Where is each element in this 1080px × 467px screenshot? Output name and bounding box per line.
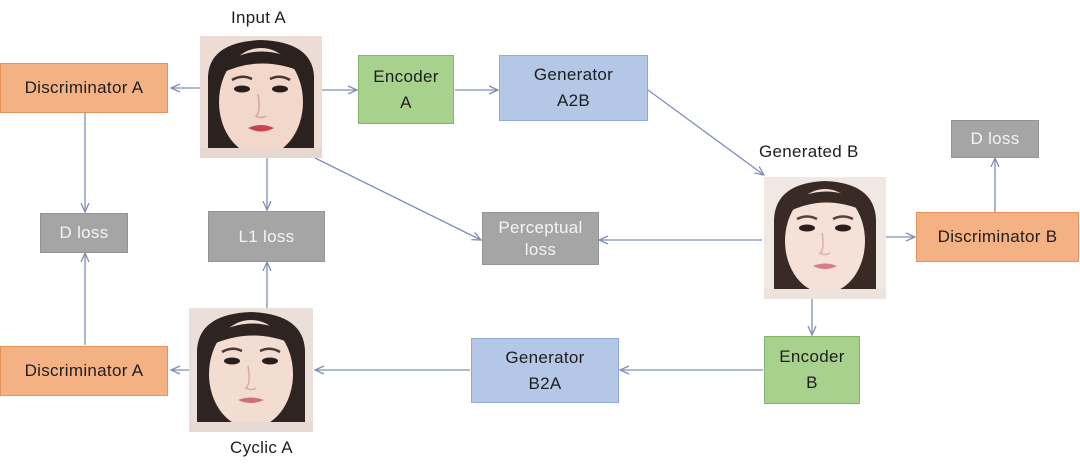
encoder-a-box: Encoder A — [358, 55, 454, 124]
d-loss-left-box: D loss — [40, 213, 128, 253]
discriminator-a-bottom-box: Discriminator A — [0, 346, 168, 396]
arrow-generator-a2b-to-generated-b — [647, 89, 764, 175]
generator-a2b-label-line1: Generator — [533, 65, 614, 84]
d-loss-right-box: D loss — [951, 120, 1039, 158]
generated-b-photo — [764, 177, 886, 299]
d-loss-left-label: D loss — [59, 223, 109, 242]
generator-b2a-label-line1: Generator — [505, 347, 585, 367]
encoder-a-label-line1: Encoder — [373, 66, 439, 86]
face-image — [764, 177, 886, 299]
encoder-b-label-line2: B — [806, 373, 818, 392]
cyclic-a-label: Cyclic A — [230, 438, 293, 457]
d-loss-right-label: D loss — [970, 129, 1020, 148]
discriminator-a-top-box: Discriminator A — [0, 63, 168, 113]
discriminator-a-top-label: Discriminator A — [24, 78, 144, 97]
l1-loss-box: L1 loss — [208, 211, 325, 262]
generator-a2b-label-line2: A2B — [556, 91, 591, 110]
l1-loss-label: L1 loss — [238, 226, 295, 246]
perceptual-loss-box: Perceptual loss — [482, 212, 599, 265]
generator-b2a-box: Generator B2A — [471, 338, 619, 403]
cyclic-a-photo — [189, 308, 313, 432]
arrow-input-to-perceptual-loss — [314, 157, 481, 240]
discriminator-a-bottom-label: Discriminator A — [24, 361, 144, 380]
generator-b2a-label-line2: B2A — [528, 373, 562, 393]
encoder-b-label-line1: Encoder — [779, 347, 845, 366]
perceptual-loss-label-line1: Perceptual — [498, 217, 583, 237]
face-image — [200, 36, 322, 158]
input-a-photo — [200, 36, 322, 158]
encoder-b-box: Encoder B — [764, 336, 860, 404]
input-a-label: Input A — [231, 8, 287, 27]
perceptual-loss-label-line2: loss — [524, 239, 557, 259]
generator-a2b-box: Generator A2B — [499, 55, 648, 121]
discriminator-b-box: Discriminator B — [916, 212, 1079, 262]
generated-b-label: Generated B — [759, 142, 859, 161]
encoder-a-label-line2: A — [400, 92, 412, 112]
discriminator-b-label: Discriminator B — [937, 227, 1058, 246]
face-image — [189, 308, 313, 432]
